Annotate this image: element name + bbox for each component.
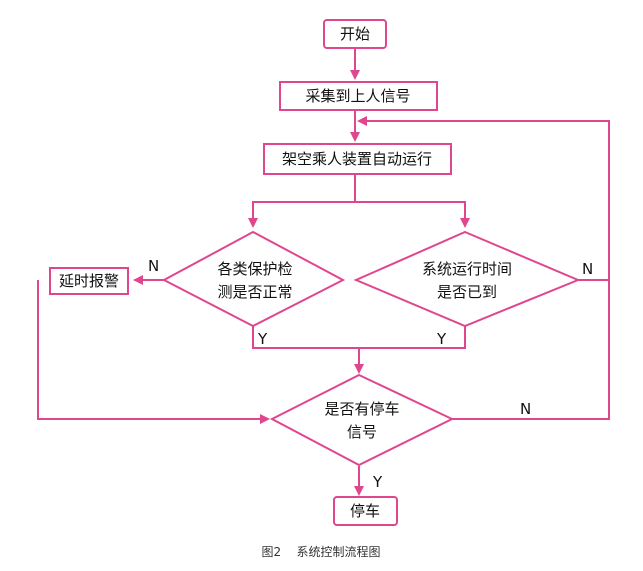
figure-caption: 图2 系统控制流程图 — [262, 544, 381, 559]
check-decision — [161, 230, 346, 328]
check-yes-label: Y — [257, 330, 268, 348]
run-label: 架空乘人装置自动运行 — [282, 150, 432, 168]
stop-signal-label-line1: 是否有停车 — [324, 400, 399, 418]
edge-branch-time — [355, 201, 470, 228]
edge-check-yes — [252, 326, 466, 349]
edge-stopsignal-loop — [357, 116, 610, 420]
time-decision — [353, 230, 581, 328]
stop-node — [333, 496, 398, 526]
time-label-line1: 系统运行时间 — [422, 260, 512, 278]
time-no-label: N — [582, 260, 593, 278]
stop-label: 停车 — [350, 502, 380, 520]
stop-signal-label-line2: 信号 — [347, 423, 377, 441]
check-no-label: N — [148, 257, 159, 275]
stop-no-label: N — [520, 400, 531, 418]
check-label-line2: 测是否正常 — [217, 283, 292, 301]
stop-yes-label: Y — [372, 473, 383, 491]
alarm-label: 延时报警 — [59, 272, 119, 290]
edge-alarm-stopsignal — [37, 280, 270, 424]
collect-node — [279, 81, 438, 111]
start-node — [323, 19, 387, 49]
stop-signal-decision — [269, 373, 455, 467]
run-node — [263, 143, 452, 175]
start-label: 开始 — [340, 25, 370, 43]
time-yes-label: Y — [436, 330, 447, 348]
time-label-line2: 是否已到 — [437, 283, 497, 301]
alarm-node — [49, 267, 129, 295]
check-label-line1: 各类保护检 — [217, 260, 292, 278]
edge-run-branch — [248, 174, 356, 228]
collect-label: 采集到上人信号 — [305, 87, 410, 105]
